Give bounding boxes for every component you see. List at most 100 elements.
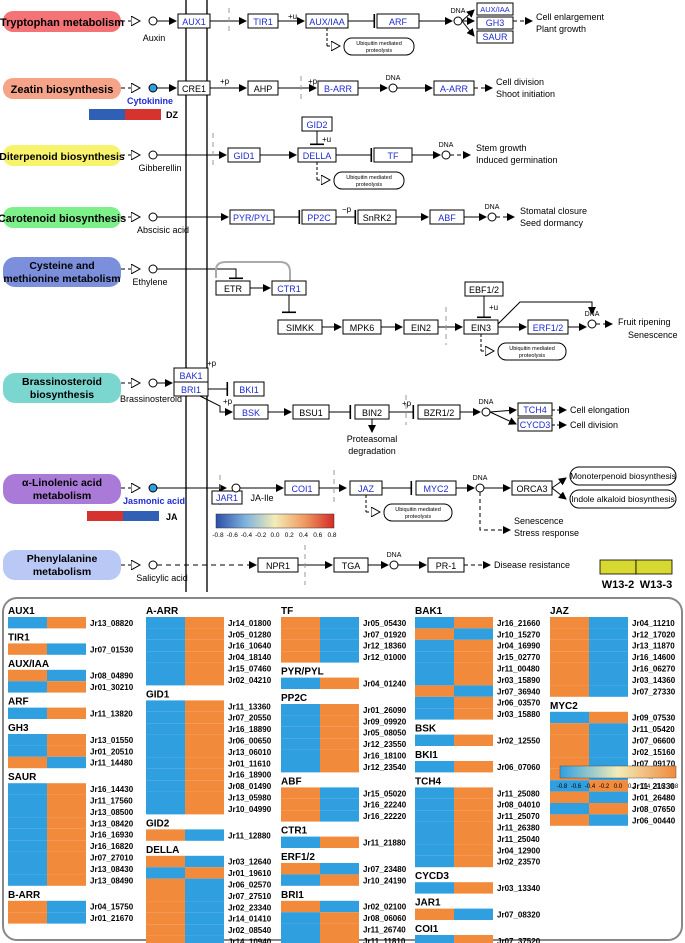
svg-text:TIR1: TIR1	[253, 17, 273, 27]
svg-text:DNA: DNA	[386, 75, 401, 82]
gene-label: Jr11_17560	[90, 797, 133, 806]
gene-label: Jr16_16930	[90, 831, 134, 840]
svg-text:BZR1/2: BZR1/2	[424, 408, 455, 418]
svg-text:+p: +p	[207, 359, 217, 368]
svg-text:Cell enlargement: Cell enlargement	[536, 12, 605, 22]
gene-label: Jr14_10940	[228, 938, 272, 943]
svg-text:Zeatin biosynthesis: Zeatin biosynthesis	[11, 84, 114, 96]
heatmap-cell	[185, 746, 224, 758]
svg-text:PYR/PYL: PYR/PYL	[233, 213, 271, 223]
heatmap-cell	[185, 651, 224, 663]
svg-text:Disease resistance: Disease resistance	[494, 560, 570, 570]
gene-label: Jr04_16990	[497, 642, 541, 651]
heatmap-cell	[185, 901, 224, 913]
svg-text:ABF: ABF	[438, 213, 456, 223]
heatmap-cell	[320, 874, 359, 886]
svg-text:JA: JA	[166, 512, 178, 522]
svg-text:DNA: DNA	[387, 552, 402, 559]
gene-label: Jr11_26380	[497, 824, 540, 833]
heatmap-cell	[146, 723, 185, 735]
heatmap-cell	[415, 935, 454, 943]
svg-text:ARF: ARF	[389, 17, 408, 27]
heatmap-cell	[415, 908, 454, 920]
heatmap-cell	[550, 711, 589, 724]
gene-label: Jr07_23480	[363, 865, 407, 874]
svg-text:MYC2: MYC2	[423, 484, 448, 494]
colorbar-tick-label: 0.2	[628, 784, 637, 790]
heatmap-cell	[550, 757, 589, 769]
heatmap-cell	[415, 882, 454, 894]
svg-text:Senescence: Senescence	[628, 330, 678, 340]
svg-text:+u: +u	[322, 135, 331, 144]
heatmap-cell	[454, 674, 493, 686]
heatmap-cell	[281, 863, 320, 875]
gene-group-title: BKI1	[415, 750, 438, 761]
svg-text:SnRK2: SnRK2	[363, 213, 392, 223]
heatmap-cell	[146, 890, 185, 902]
heatmap-cell	[589, 711, 628, 724]
svg-text:α-Linolenic acid: α-Linolenic acid	[22, 477, 102, 489]
gene-group-title: BSK	[415, 724, 437, 735]
gene-label: Jr16_22240	[363, 801, 407, 810]
heatmap: AUX1Jr13_08820TIR1Jr07_01530AUX/IAAJr08_…	[8, 606, 676, 943]
heatmap-cell	[454, 787, 493, 799]
heatmap-cell	[146, 912, 185, 925]
gene-group-title: PYR/PYL	[281, 667, 324, 678]
heatmap-cell	[320, 726, 359, 739]
gene-group-title: PP2C	[281, 693, 307, 704]
colorbar-tick-label: -0.6	[571, 784, 582, 790]
pathway-pill-brassinosteroid: Brassinosteroid biosynthesis	[3, 373, 121, 403]
heatmap-cell	[8, 681, 47, 693]
heatmap-cell	[185, 935, 224, 943]
heatmap-cell	[185, 890, 224, 902]
gene-label: Jr12_17020	[632, 630, 676, 639]
heatmap-cell	[320, 677, 359, 689]
gene-label: Jr12_01000	[363, 653, 407, 662]
heatmap-cell	[47, 643, 86, 655]
heatmap-cell	[320, 923, 359, 935]
gene-label: Jr11_25080	[497, 789, 540, 798]
svg-text:DNA: DNA	[479, 399, 494, 406]
heatmap-cell	[454, 617, 493, 629]
heatmap-cell	[454, 662, 493, 674]
gene-label: Jr13_05980	[228, 794, 272, 803]
heatmap-cell	[146, 700, 185, 712]
gene-label: Jr09_07530	[632, 714, 676, 723]
heatmap-cell	[146, 855, 185, 868]
heatmap-cell	[454, 761, 493, 773]
heatmap-cell	[454, 639, 493, 652]
heatmap-cell	[320, 836, 359, 848]
gene-label: Jr13_11870	[632, 642, 675, 651]
svg-text:Stomatal closure: Stomatal closure	[520, 206, 587, 216]
svg-text:EIN2: EIN2	[411, 323, 431, 333]
gene-group-title: GH3	[8, 723, 29, 734]
gene-label: Jr15_05020	[363, 789, 407, 798]
heatmap-cell	[550, 662, 589, 674]
gene-group-title: ABF	[281, 776, 302, 787]
gene-label: Jr13_08420	[90, 819, 134, 828]
svg-text:EIN3: EIN3	[471, 323, 491, 333]
heatmap-cell	[47, 912, 86, 924]
heatmap-cell	[550, 639, 589, 652]
gene-label: Jr13_08820	[90, 619, 134, 628]
heatmap-cell	[47, 828, 86, 841]
heatmap-cell	[454, 855, 493, 868]
svg-text:NPR1: NPR1	[266, 561, 290, 571]
gene-label: Jr11_25040	[497, 835, 540, 844]
svg-text:BAK1: BAK1	[179, 371, 202, 381]
gene-label: Jr06_00440	[632, 816, 676, 825]
heatmap-cell	[589, 617, 628, 629]
gene-label: Jr03_15890	[497, 676, 541, 685]
heatmap-cell	[8, 617, 47, 629]
gene-label: Jr16_14430	[90, 785, 134, 794]
svg-text:DNA: DNA	[439, 142, 454, 149]
svg-text:CYCD3: CYCD3	[520, 420, 551, 430]
heatmap-cell	[454, 935, 493, 943]
gene-group-title: JAR1	[415, 898, 441, 909]
gene-group-title: B-ARR	[8, 890, 41, 901]
gene-label: Jr16_16820	[90, 842, 134, 851]
gene-label: Jr11_13360	[228, 702, 271, 711]
heatmap-cell	[185, 912, 224, 925]
colorbar-tick-label: 0.8	[327, 532, 336, 539]
heatmap-cell	[8, 669, 47, 682]
